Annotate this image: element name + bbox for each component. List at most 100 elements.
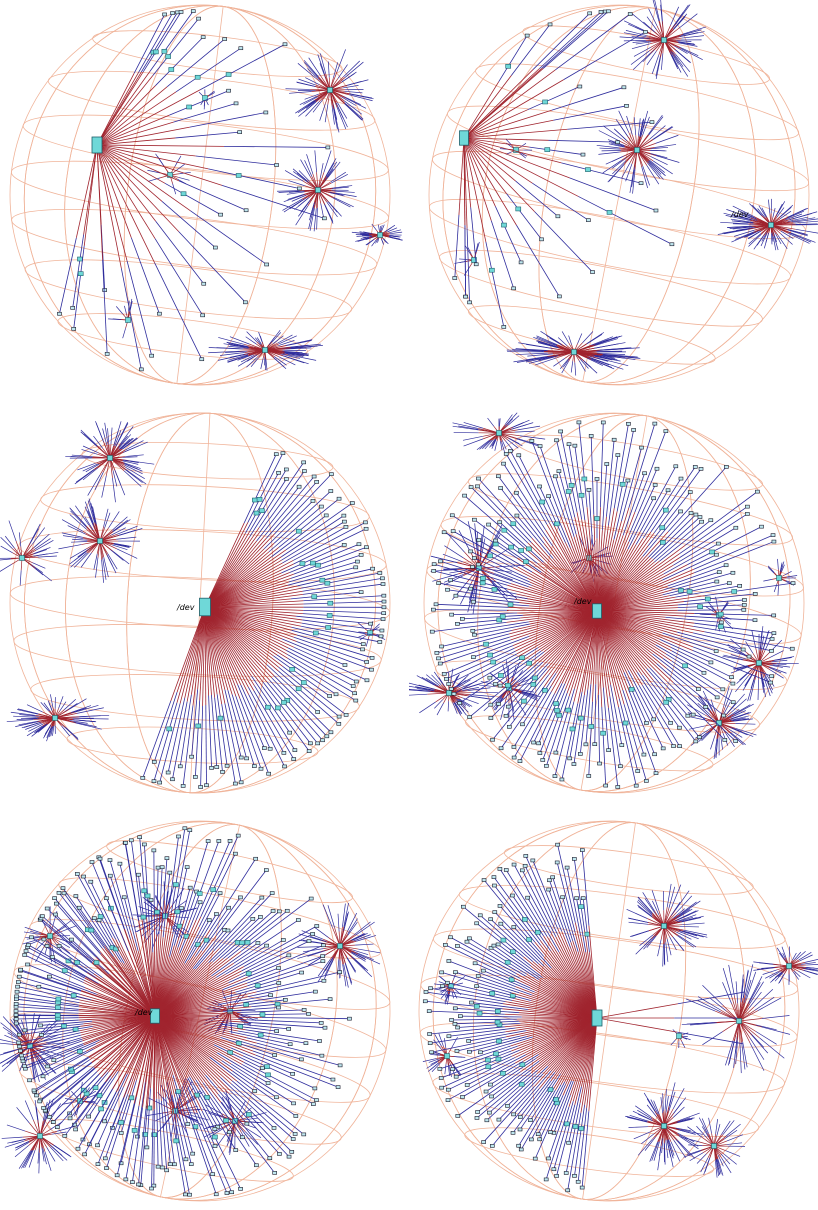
box-node-icon[interactable] [117,861,123,866]
box-node-icon[interactable] [311,594,318,599]
box-node-icon[interactable] [102,1156,108,1161]
box-node-icon[interactable] [54,901,59,906]
box-node-icon[interactable] [697,604,703,610]
box-node-icon[interactable] [553,701,559,706]
box-node-icon[interactable] [297,186,302,191]
box-node-icon[interactable] [295,686,302,692]
box-node-icon[interactable] [322,216,327,221]
box-node-icon[interactable] [631,428,636,432]
box-node-icon[interactable] [56,944,62,948]
box-node-icon[interactable] [377,571,383,575]
box-node-icon[interactable] [523,559,529,564]
box-node-icon[interactable] [716,720,722,726]
box-node-icon[interactable] [347,1016,352,1021]
box-node-icon[interactable] [771,631,777,635]
box-node-icon[interactable] [155,865,161,870]
box-node-icon[interactable] [586,487,592,492]
box-node-icon[interactable] [624,104,629,108]
box-node-icon[interactable] [224,1191,230,1195]
box-node-icon[interactable] [200,35,206,39]
box-node-icon[interactable] [462,493,467,498]
box-node-icon[interactable] [13,1002,19,1006]
box-node-icon[interactable] [661,923,667,929]
box-node-icon[interactable] [159,1165,165,1170]
box-node-icon[interactable] [511,286,516,291]
box-node-icon[interactable] [265,1072,271,1078]
box-node-icon[interactable] [73,1127,78,1132]
box-node-icon[interactable] [15,984,20,989]
box-node-icon[interactable] [204,783,209,788]
box-node-icon[interactable] [511,755,517,760]
box-node-icon[interactable] [360,642,366,646]
box-node-icon[interactable] [235,833,241,838]
box-node-icon[interactable] [329,472,334,476]
box-node-icon[interactable] [264,262,269,267]
box-node-icon[interactable] [142,842,147,847]
box-node-icon[interactable] [155,1164,161,1169]
box-node-icon[interactable] [225,72,232,77]
box-node-icon[interactable] [314,480,319,484]
box-node-icon[interactable] [611,437,617,442]
box-node-icon[interactable] [267,1156,273,1161]
box-node-icon[interactable] [190,9,196,13]
box-node-icon[interactable] [381,593,387,598]
box-node-icon[interactable] [352,691,357,696]
box-node-icon[interactable] [159,865,165,870]
box-node-icon[interactable] [615,140,620,144]
box-node-icon[interactable] [505,704,511,709]
box-node-icon[interactable] [194,74,201,80]
box-node-icon[interactable] [544,147,551,152]
box-node-icon[interactable] [309,560,316,566]
box-node-icon[interactable] [22,1028,28,1033]
box-node-icon[interactable] [229,1190,234,1195]
box-node-icon[interactable] [75,1146,81,1151]
box-node-icon[interactable] [183,1192,188,1197]
box-node-icon[interactable] [380,617,386,621]
box-node-icon[interactable] [628,687,635,692]
box-node-icon[interactable] [511,745,517,749]
box-node-icon[interactable] [770,533,776,537]
box-node-icon[interactable] [269,891,275,895]
box-node-icon[interactable] [487,652,493,658]
box-node-icon[interactable] [199,357,205,362]
box-node-icon[interactable] [104,352,110,356]
box-node-icon[interactable] [526,546,532,552]
box-node-icon[interactable] [290,1072,295,1076]
box-node-icon[interactable] [214,765,220,769]
box-node-icon[interactable] [77,256,83,262]
box-node-icon[interactable] [532,675,538,681]
box-node-icon[interactable] [27,1078,32,1083]
box-node-icon[interactable] [730,681,736,686]
box-node-icon[interactable] [254,983,261,988]
box-node-icon[interactable] [270,909,276,913]
box-node-icon[interactable] [312,630,319,636]
box-node-icon[interactable] [497,683,503,688]
box-node-icon[interactable] [498,673,504,678]
box-node-icon[interactable] [327,997,333,1001]
box-node-icon[interactable] [468,549,473,554]
box-node-icon[interactable] [244,756,249,761]
box-node-icon[interactable] [621,85,627,90]
box-node-icon[interactable] [41,937,47,942]
box-node-icon[interactable] [590,270,595,274]
box-node-icon[interactable] [81,874,86,879]
box-node-icon[interactable] [452,276,458,280]
root-node-icon[interactable] [150,1008,160,1024]
box-node-icon[interactable] [250,917,256,921]
box-node-icon[interactable] [537,751,543,755]
box-node-icon[interactable] [233,101,239,106]
box-node-icon[interactable] [380,576,385,581]
box-node-icon[interactable] [47,974,52,979]
box-node-icon[interactable] [107,858,113,862]
box-node-icon[interactable] [130,1180,135,1184]
box-node-icon[interactable] [517,759,523,763]
box-node-icon[interactable] [487,675,493,680]
box-node-icon[interactable] [363,520,368,525]
box-node-icon[interactable] [381,611,387,615]
box-node-icon[interactable] [210,887,217,893]
box-node-icon[interactable] [98,1106,104,1112]
box-node-icon[interactable] [95,1143,100,1148]
box-node-icon[interactable] [306,1012,311,1016]
box-node-icon[interactable] [719,620,724,625]
box-node-icon[interactable] [505,63,512,69]
